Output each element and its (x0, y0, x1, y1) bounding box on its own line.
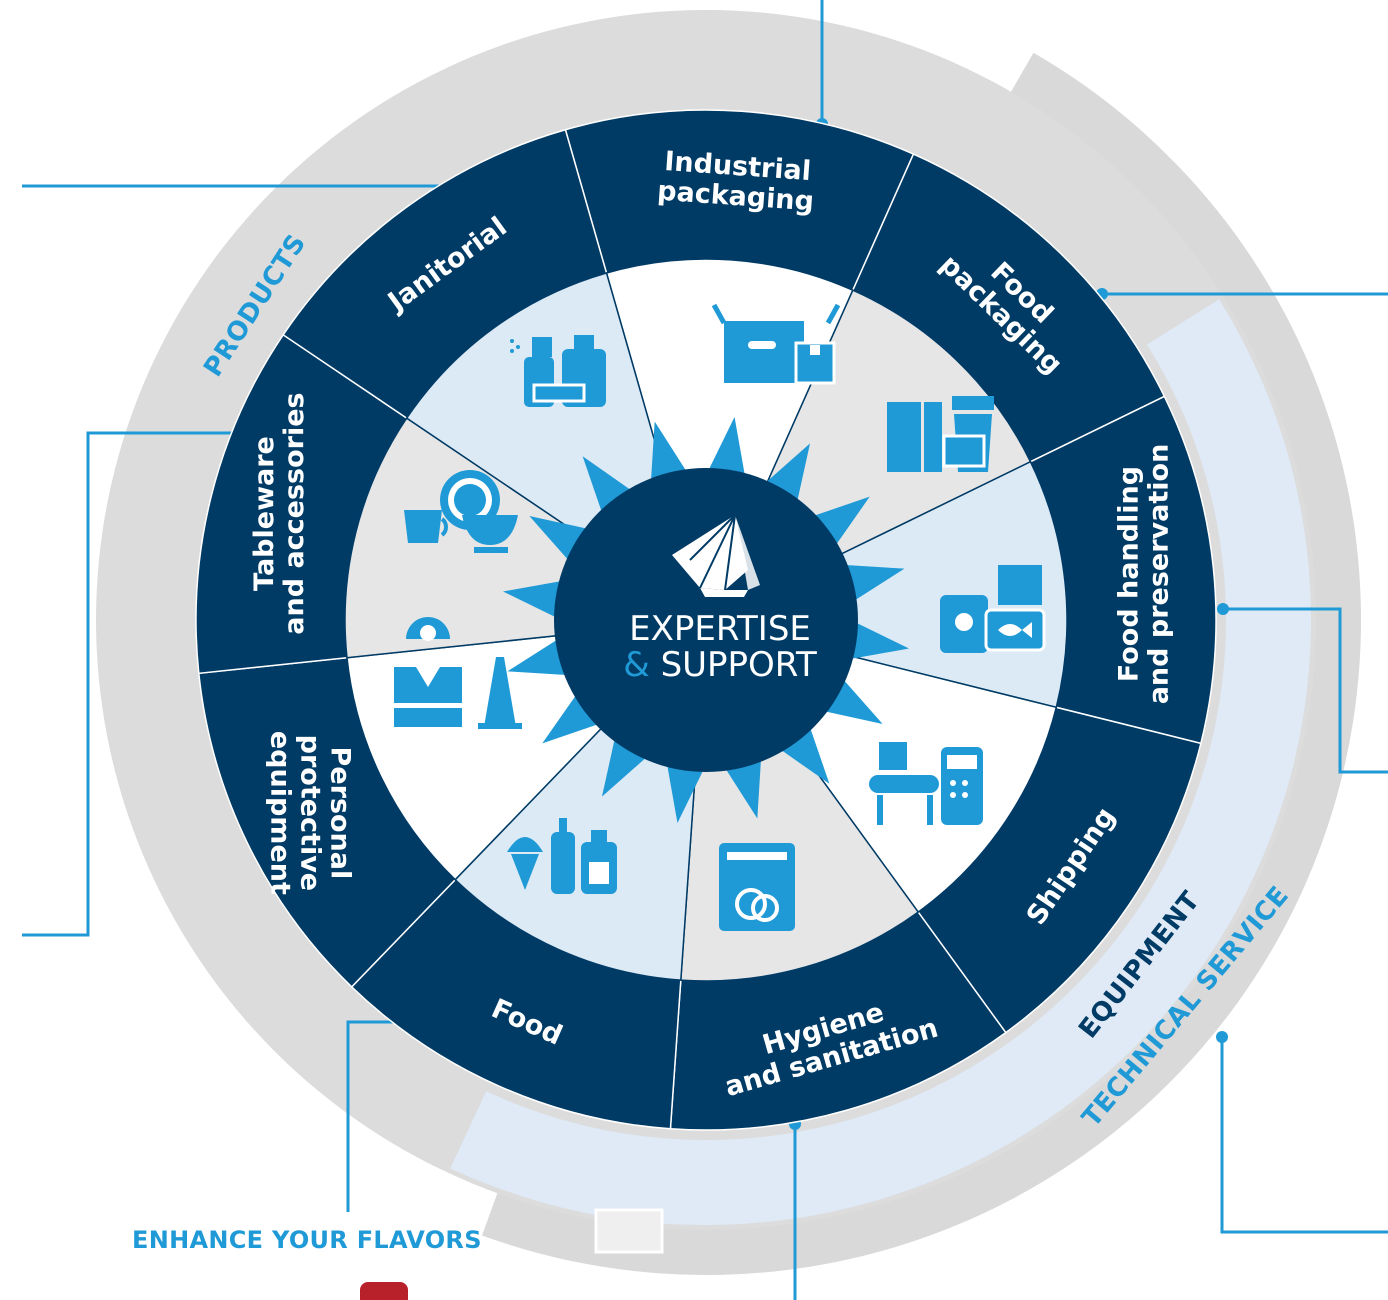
safety-vest-icon (394, 617, 522, 729)
segment-label-ppe: Personalprotectiveequipment (265, 731, 356, 895)
equipment-ring (450, 299, 1312, 1226)
starburst-spike (502, 581, 562, 618)
box-icon (711, 303, 841, 385)
hub-ampersand: & (623, 645, 650, 685)
hub-title-line2: & SUPPORT (623, 645, 817, 685)
conveyor-icon (869, 742, 983, 825)
starburst-spike (725, 759, 761, 819)
segment-label-line: Tableware (249, 436, 280, 591)
hub-circle (554, 468, 858, 772)
segment-label-industrial-packaging: Industrialpackaging (656, 146, 817, 218)
starburst-spike (850, 622, 910, 659)
hub: EXPERTISE & SUPPORT (554, 468, 858, 772)
starburst-spike (845, 565, 905, 601)
starburst-spike (667, 764, 704, 824)
segment-label-line: Personal (325, 747, 356, 880)
promo-heading: ENHANCE YOUR FLAVORS (132, 1226, 482, 1254)
leader-food-handling-dot (1217, 603, 1229, 615)
leader-technical (1220, 1037, 1388, 1234)
dishwasher-icon (719, 843, 795, 931)
dishes-icon (404, 470, 518, 553)
segment-label-line: equipment (265, 731, 296, 895)
segment-label-food-handling: Food handlingand preservation (1114, 444, 1175, 705)
starburst-spike (708, 416, 745, 476)
segment-label-line: and accessories (279, 392, 310, 634)
leader-food-handling (1223, 607, 1388, 774)
promo-tab (594, 1208, 664, 1254)
sail-logo-icon (672, 514, 760, 597)
starburst-spike (651, 421, 687, 481)
leader-technical-dot (1216, 1031, 1228, 1043)
segment-label-line: and preservation (1144, 444, 1175, 705)
segment-label-tableware: Tablewareand accessories (249, 392, 310, 634)
icon-wedges (344, 258, 1068, 982)
food-container-icon (887, 396, 994, 472)
hub-title-line1: EXPERTISE (629, 609, 811, 649)
segment-label-line: protective (295, 735, 326, 892)
sauce-bottles-icon (507, 818, 617, 894)
sauce-bottle-cap (360, 1282, 408, 1300)
wheel-segments (195, 109, 1217, 1131)
canned-food-icon (940, 565, 1046, 653)
hub-title-support: SUPPORT (650, 645, 817, 685)
leader-tableware (22, 431, 246, 937)
segment-label-line: Food handling (1114, 466, 1145, 682)
starburst-spike (507, 639, 567, 675)
cleaning-products-icon (510, 335, 606, 407)
